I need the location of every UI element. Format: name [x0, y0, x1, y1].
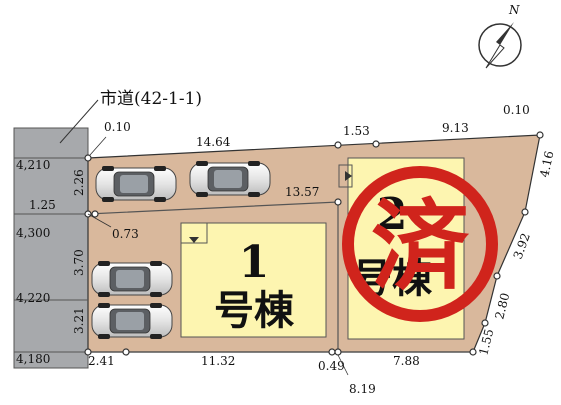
car-3 [91, 260, 173, 298]
car-2 [189, 160, 271, 198]
dim-bottom-a: 7.88 [393, 354, 420, 368]
compass-north-label: N [508, 3, 520, 17]
dim-right-c: 2.80 [492, 291, 512, 320]
sold-stamp-text: 済 [371, 190, 470, 304]
dim-top-a: 14.64 [196, 135, 231, 149]
dim-bottom-d: 11.32 [201, 354, 235, 368]
building-2-number: 2 [377, 189, 408, 240]
dim-bottom-e: 2.41 [88, 354, 115, 368]
road-width-3: 4,220 [16, 291, 50, 305]
dim-top-right-corner: 0.10 [503, 103, 530, 117]
car-4 [91, 302, 173, 340]
dim-inner: 13.57 [285, 185, 319, 199]
building-1-number: 1 [239, 237, 270, 288]
survey-points [84, 131, 544, 356]
leader-left-c [87, 213, 112, 228]
dim-top-left-corner: 0.10 [104, 120, 131, 134]
dim-left-a: 2.26 [72, 169, 86, 196]
dim-bottom-b: 0.49 [318, 359, 345, 373]
road-width-lines [14, 157, 88, 353]
road-width-4: 4,180 [16, 352, 50, 366]
dim-left-e: 3.21 [72, 307, 86, 334]
road-label: 市道(42-1-1) [100, 89, 202, 109]
leader-bottom-c [337, 354, 349, 376]
dim-left-d: 3.70 [72, 249, 86, 276]
building-1-label: 号棟 [214, 287, 295, 334]
leader-top-left [89, 136, 107, 156]
road-strip [13, 127, 89, 369]
dim-top-b: 1.53 [343, 124, 370, 138]
dim-left-b: 1.25 [29, 198, 56, 212]
car-1 [95, 165, 177, 203]
dim-top-c: 9.13 [442, 121, 469, 135]
dim-bottom-c: 8.19 [349, 382, 376, 396]
building-1: 1 号棟 [180, 222, 327, 338]
road-width-1: 4,210 [16, 158, 50, 172]
dim-left-c: 0.73 [112, 227, 139, 241]
road-width-2: 4,300 [16, 226, 50, 240]
dim-right-a: 4.16 [537, 150, 556, 179]
compass-icon: N [478, 3, 522, 69]
sold-stamp: 済 [342, 166, 498, 322]
road-label-leader [59, 99, 99, 144]
building-2: 2 号棟 [338, 157, 465, 340]
dim-right-d: 1.55 [476, 327, 496, 356]
